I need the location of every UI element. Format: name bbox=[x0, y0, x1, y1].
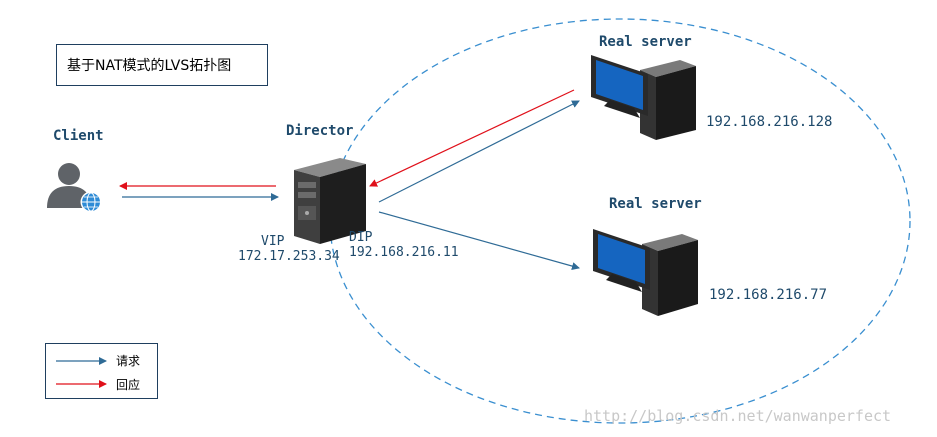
response-arrow-from-server-1 bbox=[369, 89, 575, 187]
request-arrow-to-server-1 bbox=[378, 100, 580, 203]
dip-label: DIP bbox=[349, 230, 373, 245]
internal-network-ellipse bbox=[329, 18, 911, 424]
client-label: Client bbox=[53, 128, 104, 144]
real-server-1-label: Real server bbox=[599, 34, 692, 50]
director-label: Director bbox=[286, 123, 354, 139]
client-user-icon bbox=[47, 163, 102, 213]
vip-address: 172.17.253.34 bbox=[238, 249, 340, 264]
watermark-text: http://blog.csdn.net/wanwanperfect bbox=[584, 407, 892, 425]
real-server-2-icon bbox=[593, 229, 698, 316]
real-server-2-ip: 192.168.216.77 bbox=[709, 287, 828, 303]
dip-address: 192.168.216.11 bbox=[349, 245, 459, 260]
request-arrow-to-server-2 bbox=[378, 211, 580, 270]
diagram-title: 基于NAT模式的LVS拓扑图 bbox=[67, 58, 232, 74]
real-server-1-ip: 192.168.216.128 bbox=[706, 114, 833, 130]
legend-box bbox=[45, 343, 158, 399]
real-server-2-label: Real server bbox=[609, 196, 702, 212]
director-server-icon bbox=[294, 158, 366, 244]
legend-response-label: 回应 bbox=[116, 378, 141, 392]
legend-request-label: 请求 bbox=[116, 354, 141, 368]
real-server-1-icon bbox=[591, 55, 696, 140]
vip-label: VIP bbox=[261, 234, 285, 249]
diagram-title-box: 基于NAT模式的LVS拓扑图 bbox=[56, 44, 268, 86]
